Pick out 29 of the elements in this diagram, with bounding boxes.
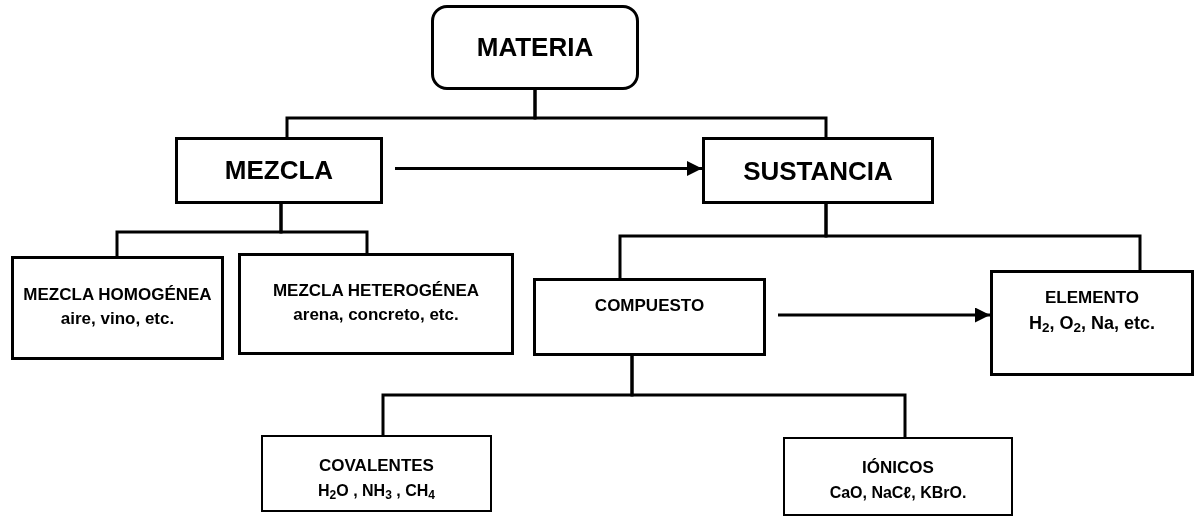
box-examples: CaO, NaCℓ, KBrO. bbox=[829, 482, 967, 503]
connector-line bbox=[533, 90, 828, 137]
box-title: MEZCLA bbox=[224, 154, 334, 187]
box-examples: H$_{2}$, O$_{2}$, Na, etc. bbox=[1027, 311, 1157, 335]
box-examples: aire, vino, etc. bbox=[60, 308, 175, 331]
connector-line bbox=[279, 204, 369, 253]
box-title: MEZCLA HETEROGÉNEA bbox=[272, 280, 480, 303]
concept-box bbox=[261, 435, 492, 512]
connector-line bbox=[630, 356, 907, 437]
arrow bbox=[778, 307, 990, 323]
concept-box bbox=[702, 137, 934, 204]
connector-line bbox=[824, 204, 1142, 270]
box-examples: H$_{2}$O , NH$_{3}$ , CH$_{4}$ bbox=[318, 480, 435, 503]
box-title: COVALENTES bbox=[319, 455, 434, 477]
arrow bbox=[395, 161, 702, 176]
box-title: COMPUESTO bbox=[594, 295, 705, 317]
concept-box bbox=[238, 253, 514, 355]
concept-box bbox=[431, 5, 639, 90]
box-title: MEZCLA HOMOGÉNEA bbox=[23, 284, 212, 307]
box-title: SUSTANCIA bbox=[743, 155, 893, 188]
concept-box bbox=[533, 278, 766, 356]
concept-box bbox=[990, 270, 1194, 376]
box-title: ELEMENTO bbox=[1044, 287, 1140, 309]
box-title: IÓNICOS bbox=[862, 457, 934, 479]
box-examples: arena, concreto, etc. bbox=[293, 304, 459, 327]
concept-box bbox=[783, 437, 1013, 516]
box-title: MATERIA bbox=[476, 31, 594, 64]
concept-box bbox=[175, 137, 383, 204]
concept-box bbox=[11, 256, 224, 360]
